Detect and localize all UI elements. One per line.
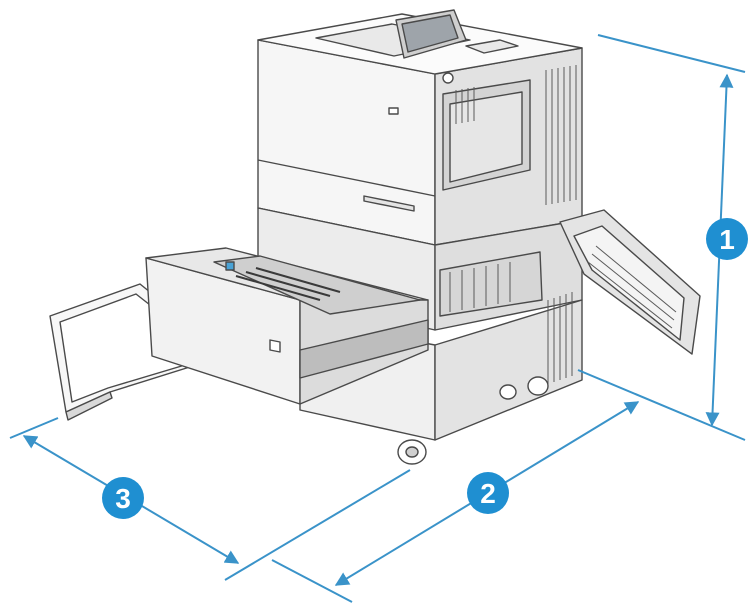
- lower-side-door-open: [559, 209, 701, 355]
- callout-badge-2: 2: [467, 472, 509, 514]
- lower-vent-grille: [547, 292, 573, 384]
- left-tray-door: [49, 283, 229, 421]
- tray-guide-tab: [225, 261, 235, 271]
- upper-vent: [455, 87, 475, 124]
- callout-label-1: 1: [719, 224, 735, 255]
- height-extension-top: [597, 34, 746, 73]
- side-vent-grille: [545, 65, 577, 205]
- open-paper-tray: [145, 247, 429, 405]
- callout-label-3: 3: [115, 483, 131, 514]
- printer-illustration: [49, 9, 701, 465]
- control-panel-display: [395, 9, 467, 59]
- callout-badge-3: 3: [102, 477, 144, 519]
- callout-badge-1: 1: [706, 218, 748, 260]
- front-handle: [363, 195, 415, 212]
- tray-handle: [269, 339, 281, 353]
- width-extension-left: [271, 559, 353, 603]
- depth-extension-left: [9, 417, 59, 439]
- height-extension-bottom: [577, 369, 746, 441]
- paper-path-internal: [439, 251, 543, 317]
- depth-extension-right: [224, 469, 411, 581]
- callout-label-2: 2: [480, 478, 496, 509]
- hp-logo-plate: [388, 107, 399, 115]
- power-button: [442, 72, 454, 84]
